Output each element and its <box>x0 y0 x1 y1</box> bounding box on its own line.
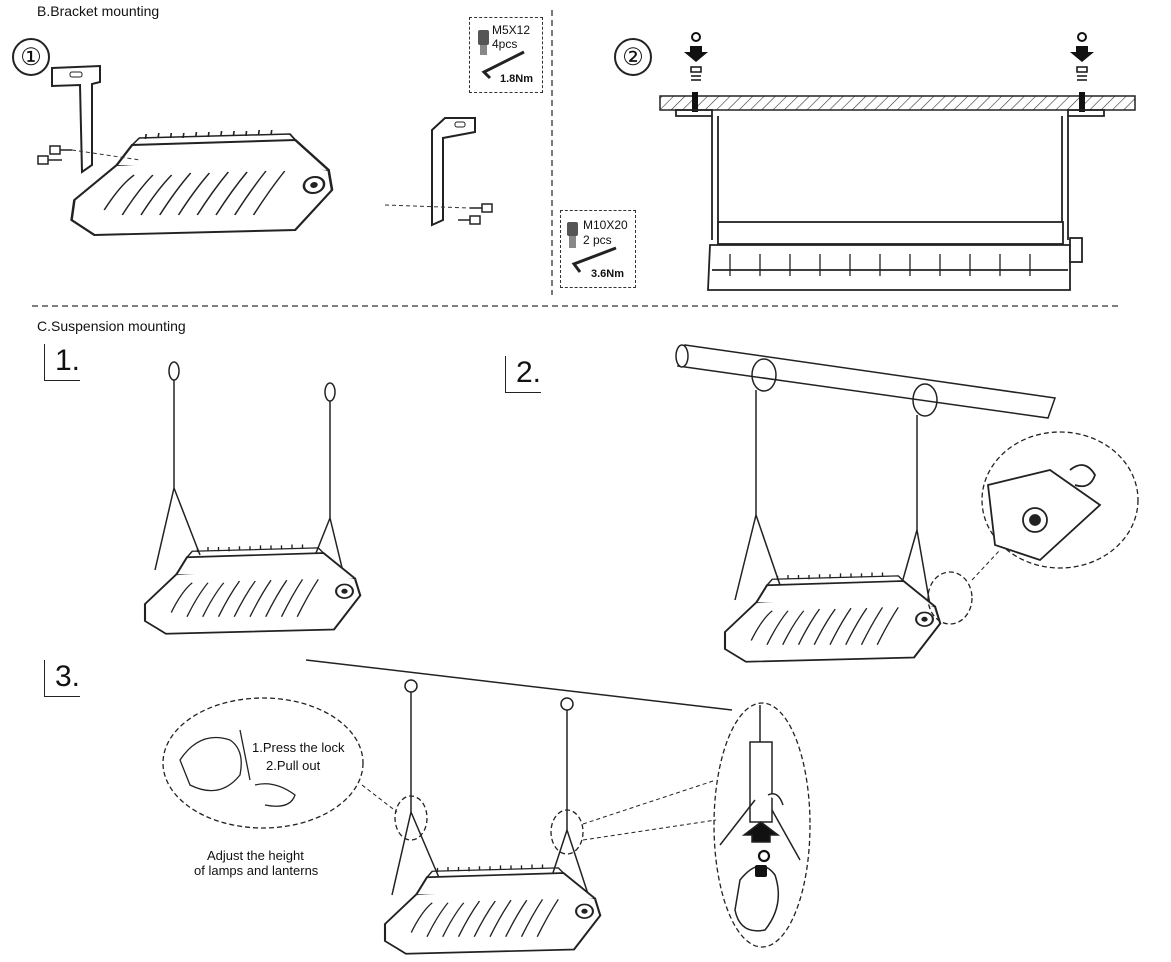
detail-circle-lock <box>162 697 364 829</box>
screw-torque: 3.6Nm <box>591 268 625 280</box>
cable-wire <box>305 659 733 711</box>
suspension-step-2: 2. <box>505 356 542 393</box>
bracket-fixture-exploded <box>68 128 342 237</box>
instruction-press-lock: 1.Press the lock <box>252 740 345 755</box>
pipe <box>675 344 1057 419</box>
down-arrow-icon <box>684 46 1094 62</box>
suspension-section-title: C.Suspension mounting <box>37 318 186 334</box>
suspension-step-1: 1. <box>44 344 81 381</box>
screw-size: M10X20 <box>583 218 628 232</box>
detail-circle-grip <box>713 702 811 948</box>
screw-icon <box>478 30 489 45</box>
step-marker-2: ② <box>614 38 652 76</box>
screw-spec-m10: M10X20 2 pcs 3.6Nm <box>560 210 636 288</box>
step-marker-1: ① <box>12 38 50 76</box>
screw-count: 4pcs <box>492 37 518 51</box>
detail-circle-2 <box>981 431 1139 569</box>
right-bracket <box>431 117 476 227</box>
fixture-front-view <box>707 221 1083 291</box>
adjust-height-line2: of lamps and lanterns <box>194 863 319 878</box>
bracket-section-title: B.Bracket mounting <box>37 3 160 19</box>
ceiling <box>659 95 1136 111</box>
adjust-height-line1: Adjust the height <box>207 848 304 863</box>
screw-spec-m5: M5X12 4pcs 1.8Nm <box>469 17 543 93</box>
screw-torque: 1.8Nm <box>500 73 534 85</box>
screw-count: 2 pcs <box>583 233 612 247</box>
left-bracket <box>51 64 101 174</box>
instruction-pull-out: 2.Pull out <box>266 758 321 773</box>
hex-key-icon <box>481 50 525 80</box>
rotate-icon <box>691 32 1087 42</box>
screw-size: M5X12 <box>492 23 531 37</box>
suspension-step-3: 3. <box>44 660 81 697</box>
